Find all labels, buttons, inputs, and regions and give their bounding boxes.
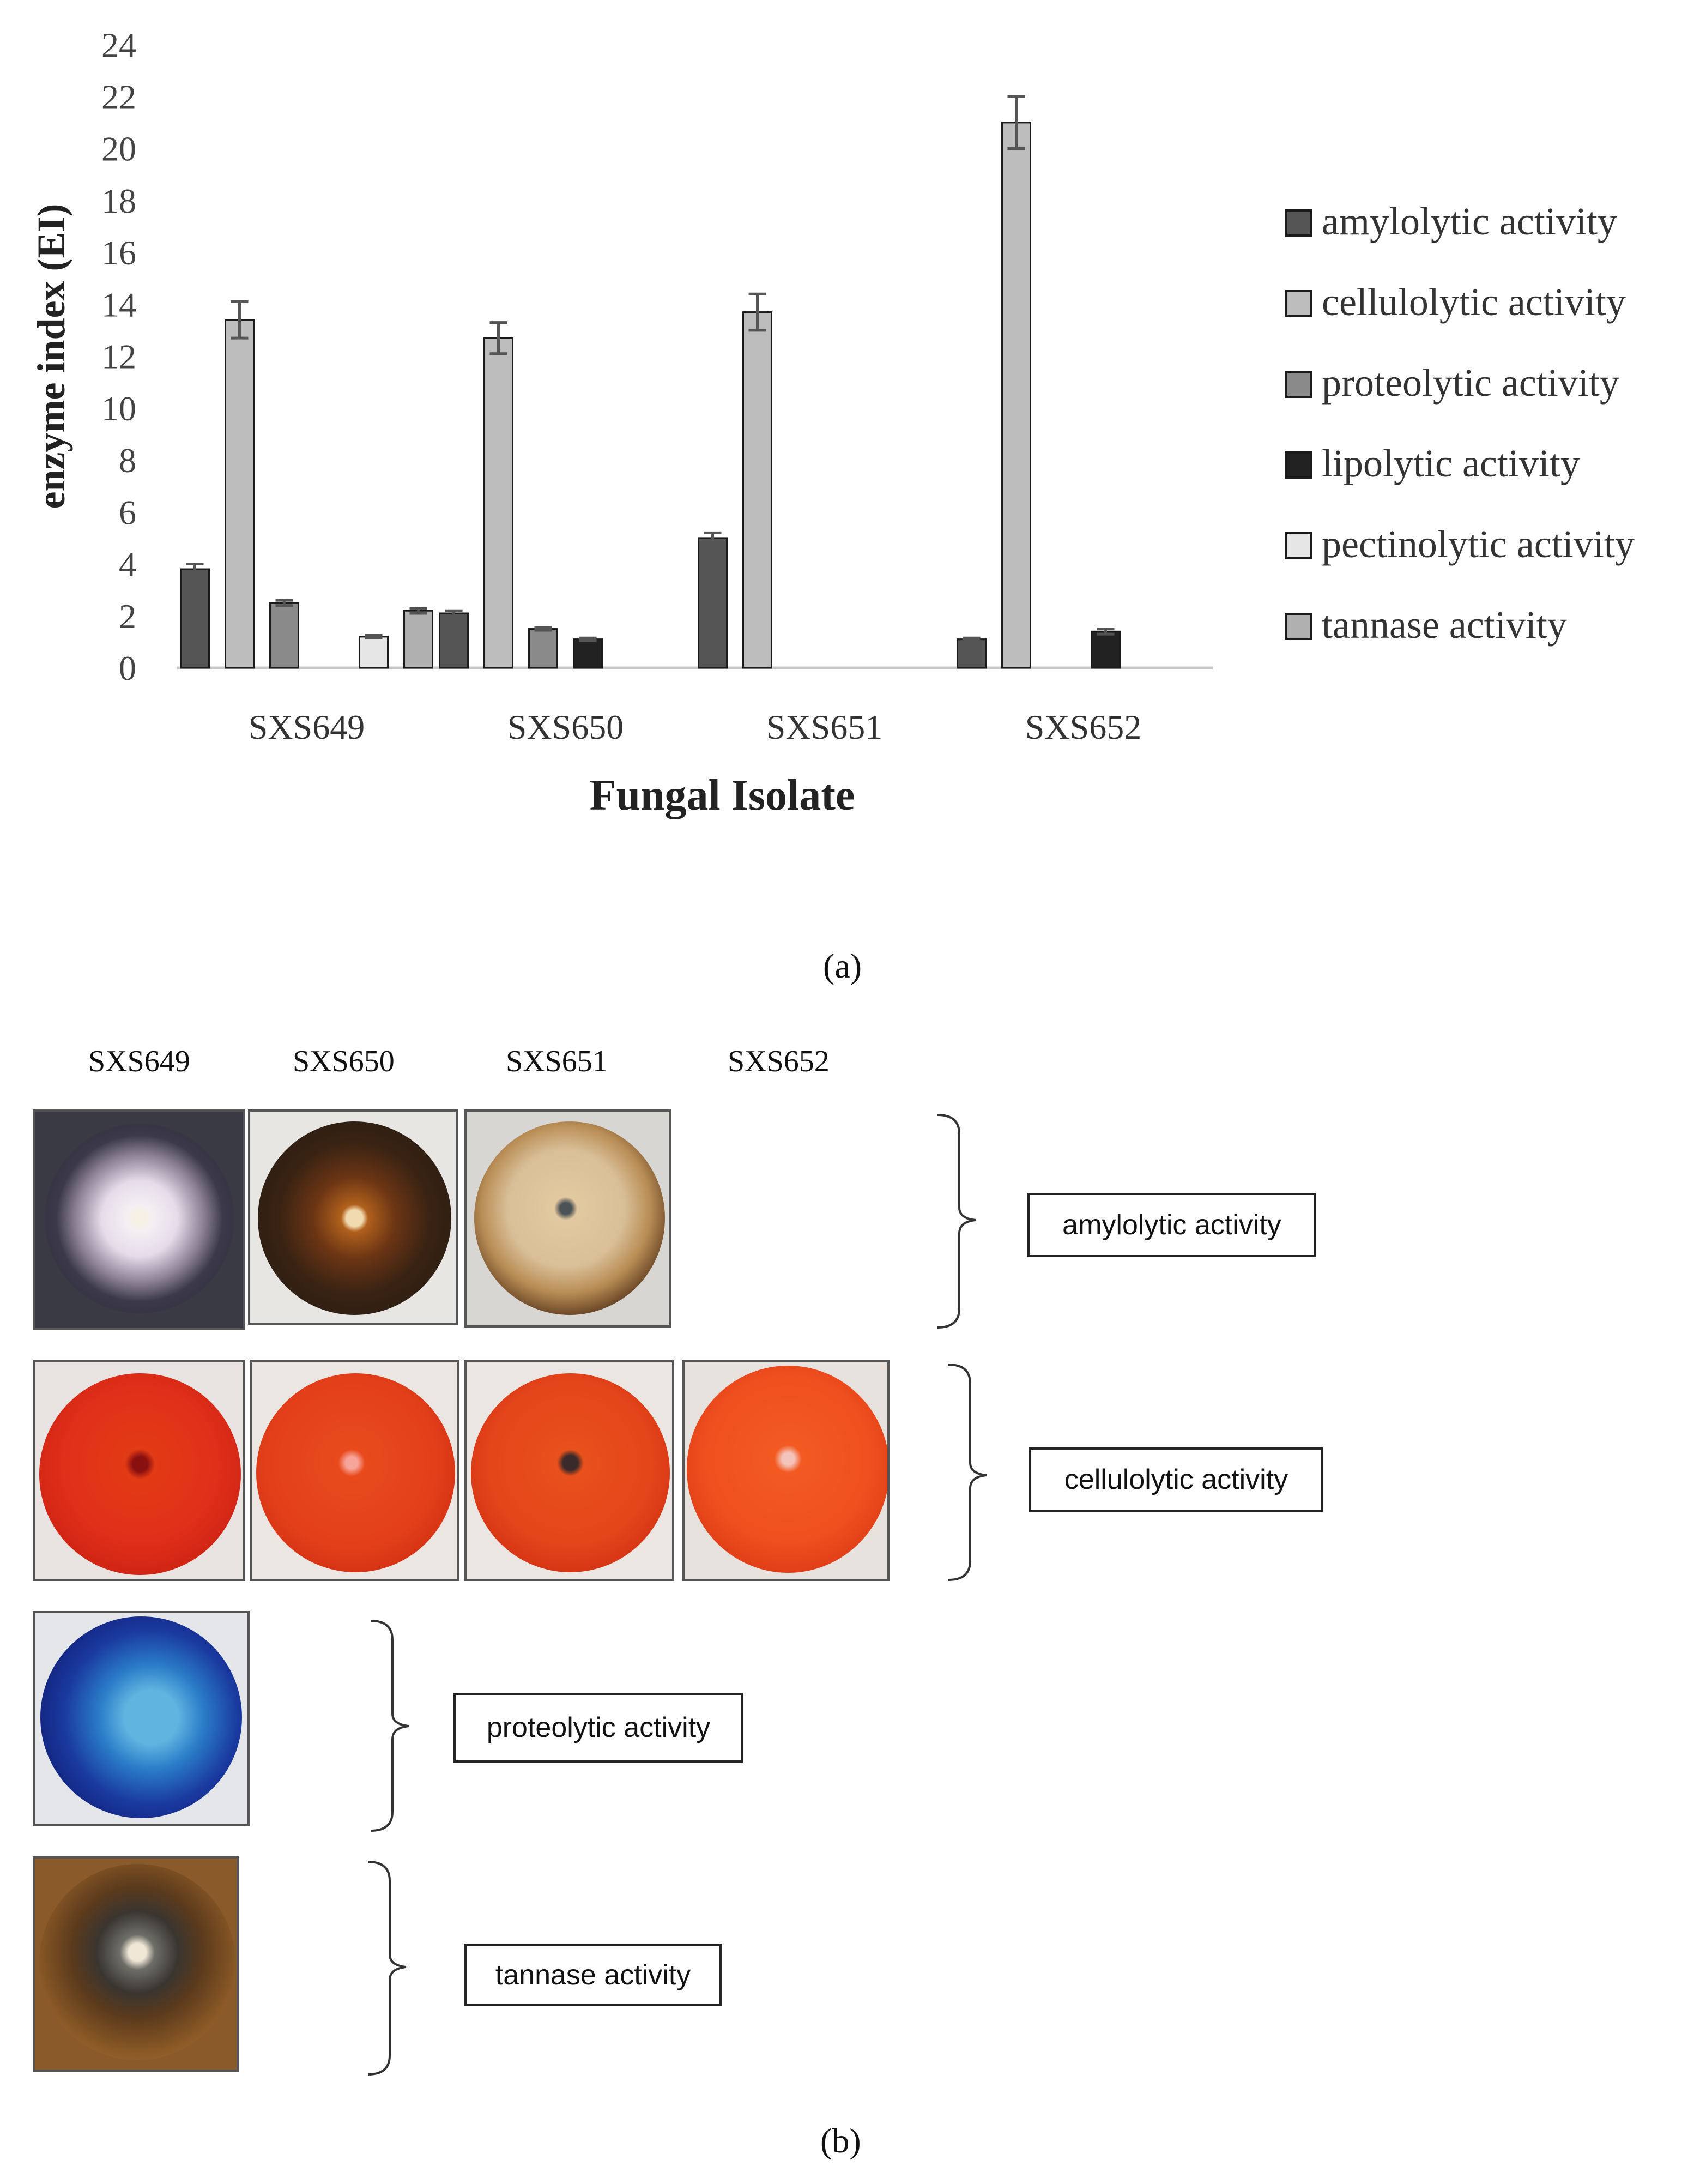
bar-sxs652-cellulolytic-activity	[1001, 122, 1031, 669]
legend-item-proteolytic-activity: proteolytic activity	[1285, 361, 1619, 405]
bar-sxs652-amylolytic-activity	[957, 638, 987, 669]
error-bar-sxs649-proteolytic-activity	[275, 599, 293, 607]
svg-text:amylolytic activity: amylolytic activity	[1322, 200, 1617, 243]
plate-photo-proteolytic-sxs649	[33, 1611, 250, 1826]
bar-sxs649-pectinolytic-activity	[359, 636, 389, 669]
y-tick-label-22: 22	[101, 77, 136, 116]
bracket-cellulolytic	[948, 1364, 987, 1581]
plate-photo-cellulolytic-sxs650	[250, 1360, 459, 1581]
y-tick-label-12: 12	[101, 337, 136, 376]
y-tick-label-16: 16	[101, 233, 136, 272]
error-bar-sxs649-cellulolytic-activity	[231, 300, 249, 340]
x-tick-label-sxs651: SXS651	[766, 708, 882, 746]
bar-sxs649-proteolytic-activity	[269, 602, 299, 669]
label-tannase-activity: tannase activity	[464, 1944, 722, 2006]
plate-photo-amylolytic-sxs649	[33, 1109, 245, 1330]
y-tick-label-18: 18	[101, 182, 136, 220]
error-bar-sxs651-amylolytic-activity	[704, 531, 722, 545]
plate-photo-cellulolytic-sxs652	[682, 1360, 890, 1581]
svg-text:proteolytic activity: proteolytic activity	[1322, 361, 1619, 405]
y-tick-label-8: 8	[119, 441, 136, 480]
bar-sxs650-proteolytic-activity	[528, 628, 558, 669]
bar-sxs652-lipolytic-activity	[1091, 630, 1121, 669]
error-bar-sxs652-lipolytic-activity	[1097, 628, 1115, 636]
y-tick-label-2: 2	[119, 597, 136, 636]
legend-item-tannase-activity: tannase activity	[1285, 603, 1567, 647]
panel-b-label: (b)	[820, 2121, 861, 2160]
column-header-sxs651: SXS651	[506, 1045, 608, 1078]
bar-sxs649-cellulolytic-activity	[225, 319, 255, 669]
bars-group	[180, 95, 1121, 669]
error-bar-sxs650-proteolytic-activity	[534, 626, 552, 632]
bar-sxs651-cellulolytic-activity	[742, 311, 772, 669]
error-bar-sxs651-cellulolytic-activity	[748, 292, 766, 332]
error-bar-sxs650-lipolytic-activity	[579, 636, 597, 642]
bar-sxs650-amylolytic-activity	[439, 612, 469, 669]
legend-item-amylolytic-activity: amylolytic activity	[1285, 200, 1617, 243]
bracket-tannase	[367, 1861, 407, 2076]
x-tick-label-sxs652: SXS652	[1025, 708, 1141, 746]
y-tick-label-20: 20	[101, 130, 136, 168]
bar-sxs650-cellulolytic-activity	[483, 337, 513, 669]
x-tick-label-sxs649: SXS649	[249, 708, 365, 746]
plate-photo-tannase-sxs649	[33, 1856, 239, 2072]
error-bar-sxs652-amylolytic-activity	[963, 636, 981, 642]
y-tick-label-14: 14	[101, 285, 136, 324]
x-tick-label-sxs650: SXS650	[507, 708, 624, 746]
bar-sxs649-tannase-activity	[403, 610, 433, 669]
bar-sxs650-lipolytic-activity	[573, 638, 603, 669]
svg-text:tannase activity: tannase activity	[1322, 603, 1567, 647]
y-tick-label-10: 10	[101, 389, 136, 428]
error-bar-sxs650-amylolytic-activity	[445, 609, 463, 618]
y-tick-label-0: 0	[119, 649, 136, 687]
plate-photo-amylolytic-sxs651	[464, 1109, 671, 1328]
legend: amylolytic activity cellulolytic activity…	[1285, 200, 1635, 647]
legend-item-lipolytic-activity: lipolytic activity	[1285, 442, 1580, 485]
x-axis-label: Fungal Isolate	[590, 771, 855, 819]
column-header-sxs650: SXS650	[293, 1045, 395, 1078]
error-bar-sxs649-pectinolytic-activity	[365, 634, 383, 639]
y-tick-label-24: 24	[101, 26, 136, 64]
legend-item-cellulolytic-activity: cellulolytic activity	[1285, 280, 1626, 324]
svg-text:pectinolytic activity: pectinolytic activity	[1322, 522, 1635, 566]
label-cellulolytic-activity: cellulolytic activity	[1029, 1447, 1323, 1512]
error-bar-sxs650-cellulolytic-activity	[489, 321, 507, 355]
error-bar-sxs649-tannase-activity	[409, 606, 427, 615]
bracket-amylolytic	[937, 1114, 976, 1329]
legend-item-pectinolytic-activity: pectinolytic activity	[1285, 522, 1635, 566]
plate-photo-cellulolytic-sxs649	[33, 1360, 245, 1581]
plate-photo-cellulolytic-sxs651	[464, 1360, 674, 1581]
label-amylolytic-activity: amylolytic activity	[1027, 1193, 1316, 1257]
y-tick-label-6: 6	[119, 493, 136, 532]
bar-sxs651-amylolytic-activity	[698, 537, 728, 669]
panel-a-label: (a)	[823, 946, 862, 985]
bracket-proteolytic	[370, 1620, 409, 1832]
error-bar-sxs652-cellulolytic-activity	[1007, 95, 1025, 150]
error-bar-sxs649-amylolytic-activity	[186, 563, 204, 576]
svg-text:lipolytic activity: lipolytic activity	[1322, 442, 1580, 485]
plate-photo-amylolytic-sxs650	[248, 1109, 458, 1325]
bar-sxs649-amylolytic-activity	[180, 568, 210, 669]
svg-text:cellulolytic activity: cellulolytic activity	[1322, 280, 1626, 324]
x-axis-ticks: SXS649 SXS650 SXS651 SXS652	[249, 708, 1141, 746]
y-axis-label: enzyme index (EI)	[29, 204, 73, 509]
column-header-sxs652: SXS652	[728, 1045, 830, 1078]
column-header-sxs649: SXS649	[88, 1045, 190, 1078]
label-proteolytic-activity: proteolytic activity	[453, 1693, 743, 1763]
y-tick-label-4: 4	[119, 545, 136, 584]
